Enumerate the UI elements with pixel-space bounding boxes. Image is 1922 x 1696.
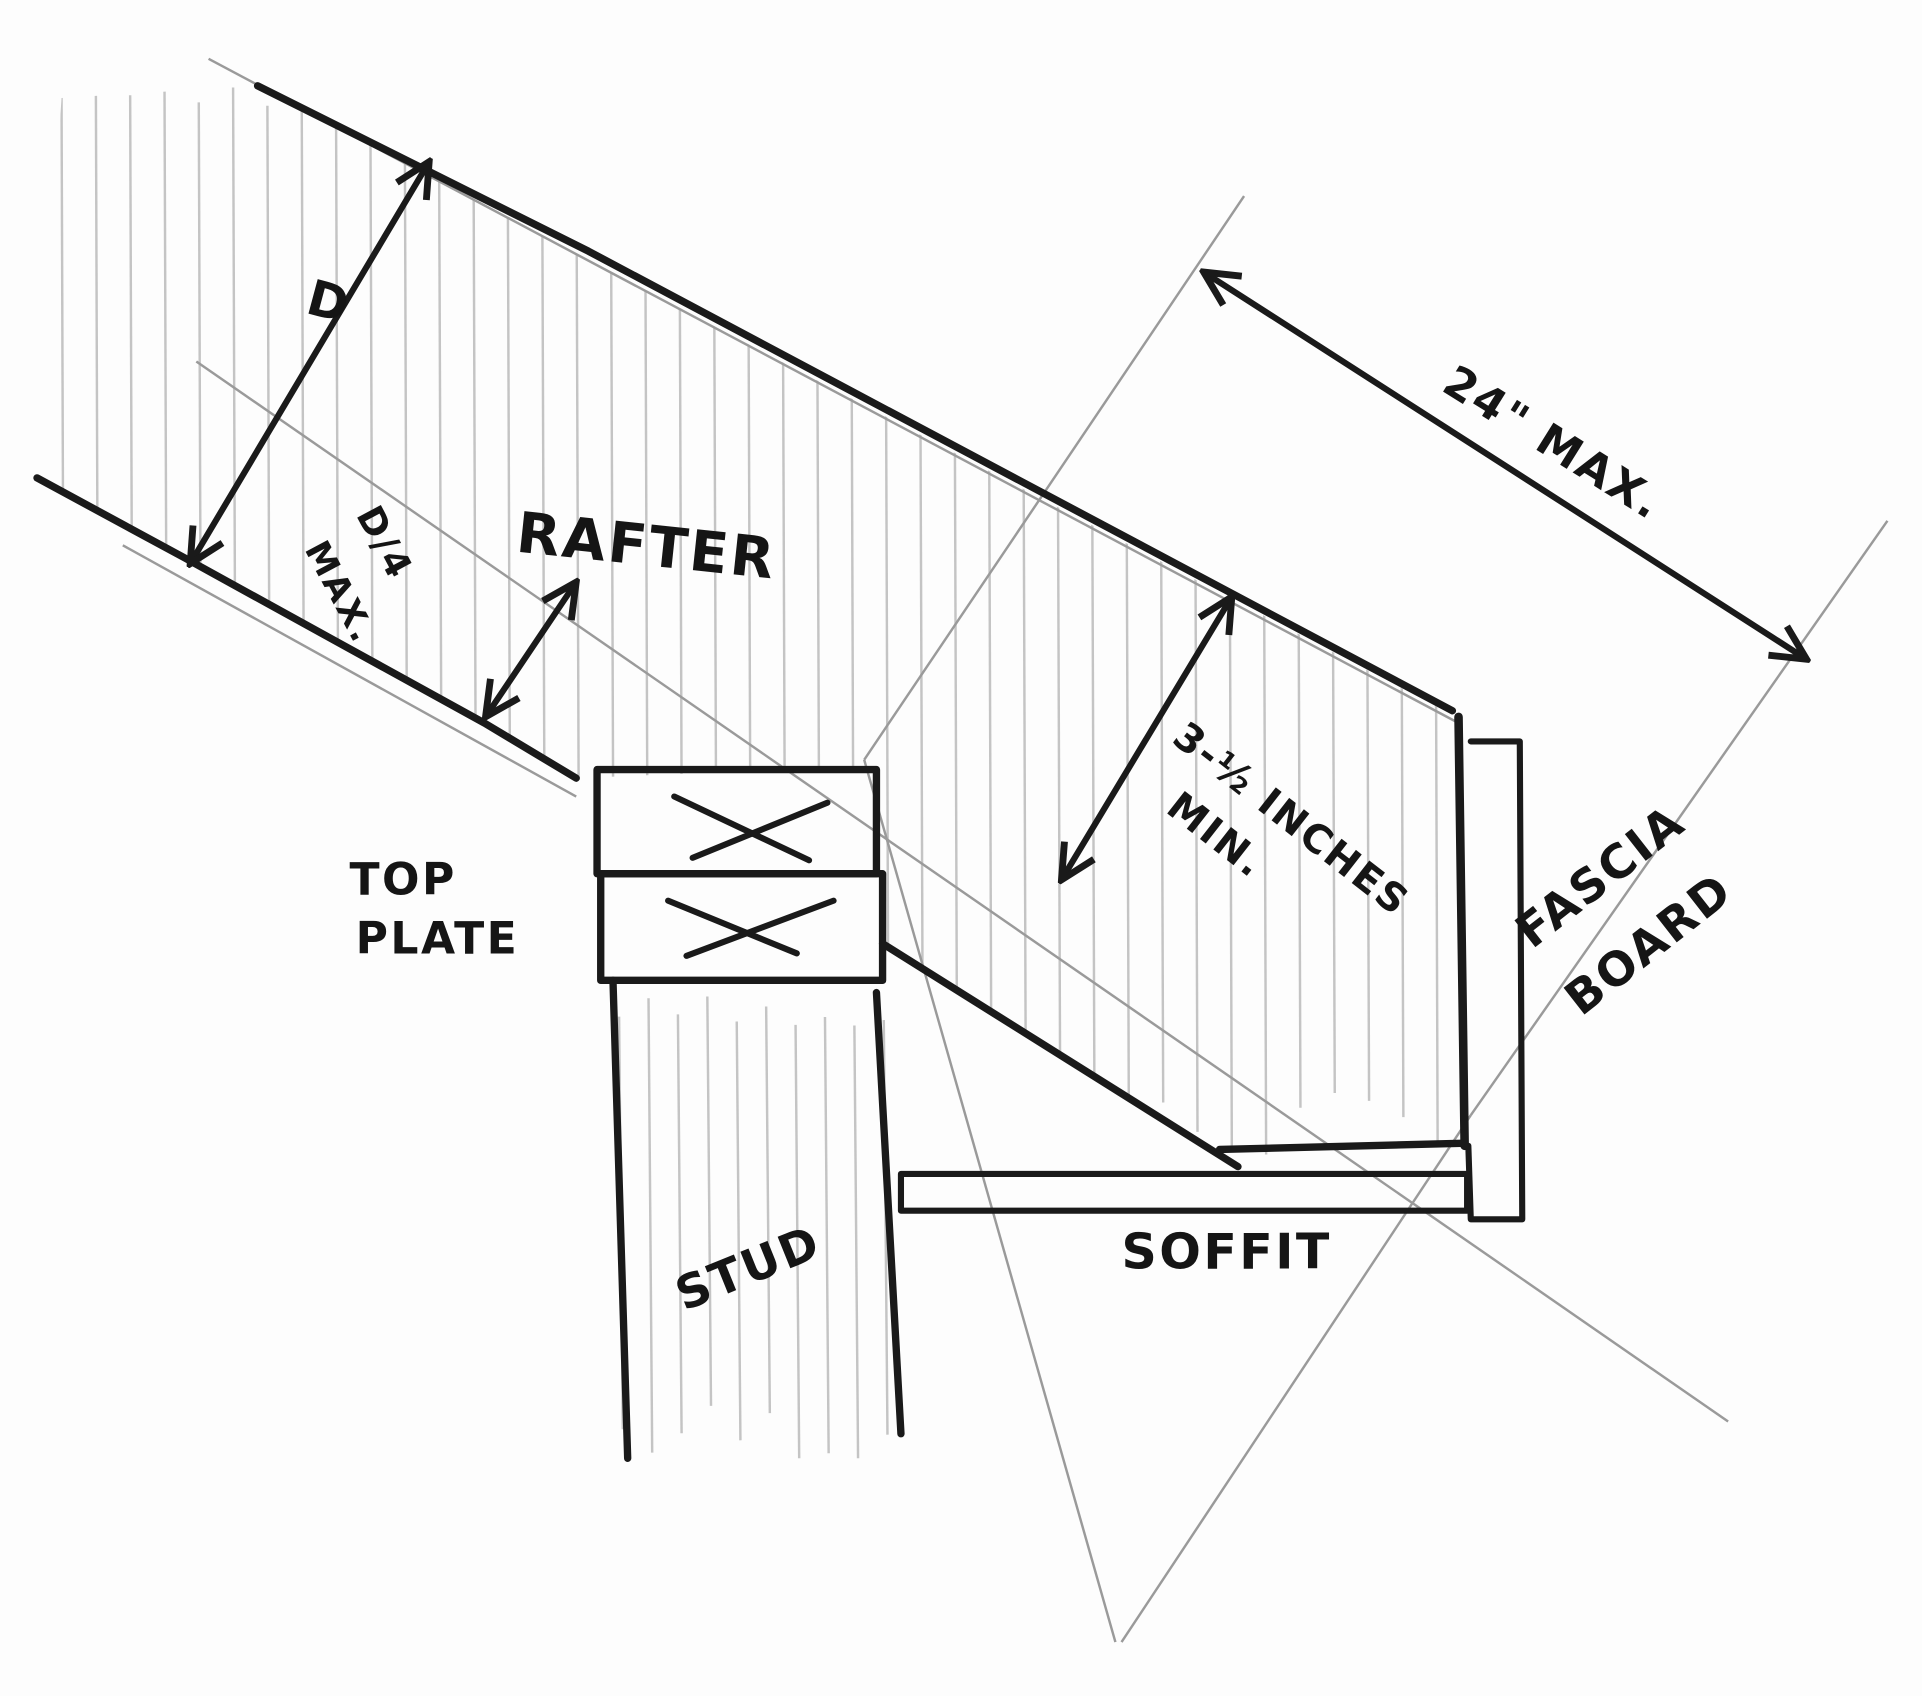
- shading-stroke: [1158, 95, 1165, 1103]
- shading-stroke: [128, 95, 136, 1127]
- shading-stroke: [823, 1017, 830, 1454]
- stud: [609, 976, 905, 1462]
- shading-stroke: [197, 102, 204, 1134]
- shading-stroke: [540, 94, 547, 1124]
- shading-stroke: [706, 996, 713, 1406]
- label-notch-depth: D/4: [348, 499, 422, 587]
- shading-stroke: [794, 1024, 801, 1459]
- shading-stroke: [1432, 100, 1439, 1163]
- shading-stroke: [1089, 120, 1096, 1141]
- shading-stroke: [472, 85, 479, 1132]
- depth-dimension-arrow: [190, 162, 429, 564]
- label-rafter: RAFTER: [513, 501, 779, 593]
- shading-stroke: [1329, 115, 1336, 1093]
- shading-stroke: [609, 85, 616, 1092]
- overhang-dimension-arrow: [1204, 272, 1807, 659]
- shading-stroke: [231, 87, 238, 1107]
- shading-stroke: [764, 1006, 772, 1414]
- shading-stroke: [1261, 109, 1268, 1155]
- dimension-arrows: [190, 162, 1806, 880]
- shading-stroke: [986, 95, 993, 1158]
- notch-dimension-arrow: [486, 582, 577, 717]
- shading-stroke: [1398, 110, 1405, 1118]
- shading-stroke: [1021, 85, 1028, 1134]
- shading-stroke: [163, 85, 170, 1100]
- label-top-plate-line2: PLATE: [356, 913, 520, 964]
- shading-stroke: [735, 1021, 742, 1441]
- label-soffit: SOFFIT: [1122, 1223, 1332, 1280]
- shading-stroke: [1295, 86, 1302, 1108]
- shading-stroke: [643, 95, 650, 1148]
- shading-stroke: [266, 105, 273, 1159]
- shading-stroke: [1192, 95, 1199, 1132]
- shading-stroke: [712, 85, 719, 1108]
- label-top-plate-line1: TOP: [350, 855, 457, 906]
- label-depth: D: [301, 269, 357, 335]
- shading-stroke: [676, 1014, 683, 1434]
- shading-stroke: [1055, 106, 1062, 1117]
- shading-stroke: [849, 96, 856, 1147]
- soffit: [897, 1139, 1471, 1214]
- shading-stroke: [853, 1025, 860, 1459]
- shading-stroke: [780, 85, 787, 1097]
- shading-stroke: [60, 97, 67, 1123]
- label-stud: STUD: [668, 1215, 829, 1322]
- top-plate: [593, 765, 887, 985]
- stud-shading: [617, 996, 889, 1459]
- shading-stroke: [403, 85, 410, 1161]
- shading-stroke: [94, 85, 101, 1147]
- rafter: [33, 82, 1469, 1171]
- shading-stroke: [506, 120, 513, 1151]
- shading-stroke: [1226, 86, 1234, 1147]
- rafter-shading: [60, 85, 1439, 1163]
- shading-stroke: [647, 998, 654, 1453]
- fascia-board: [1465, 738, 1526, 1223]
- shading-stroke: [1364, 118, 1371, 1101]
- shading-stroke: [815, 85, 822, 1100]
- shading-stroke: [1123, 95, 1131, 1128]
